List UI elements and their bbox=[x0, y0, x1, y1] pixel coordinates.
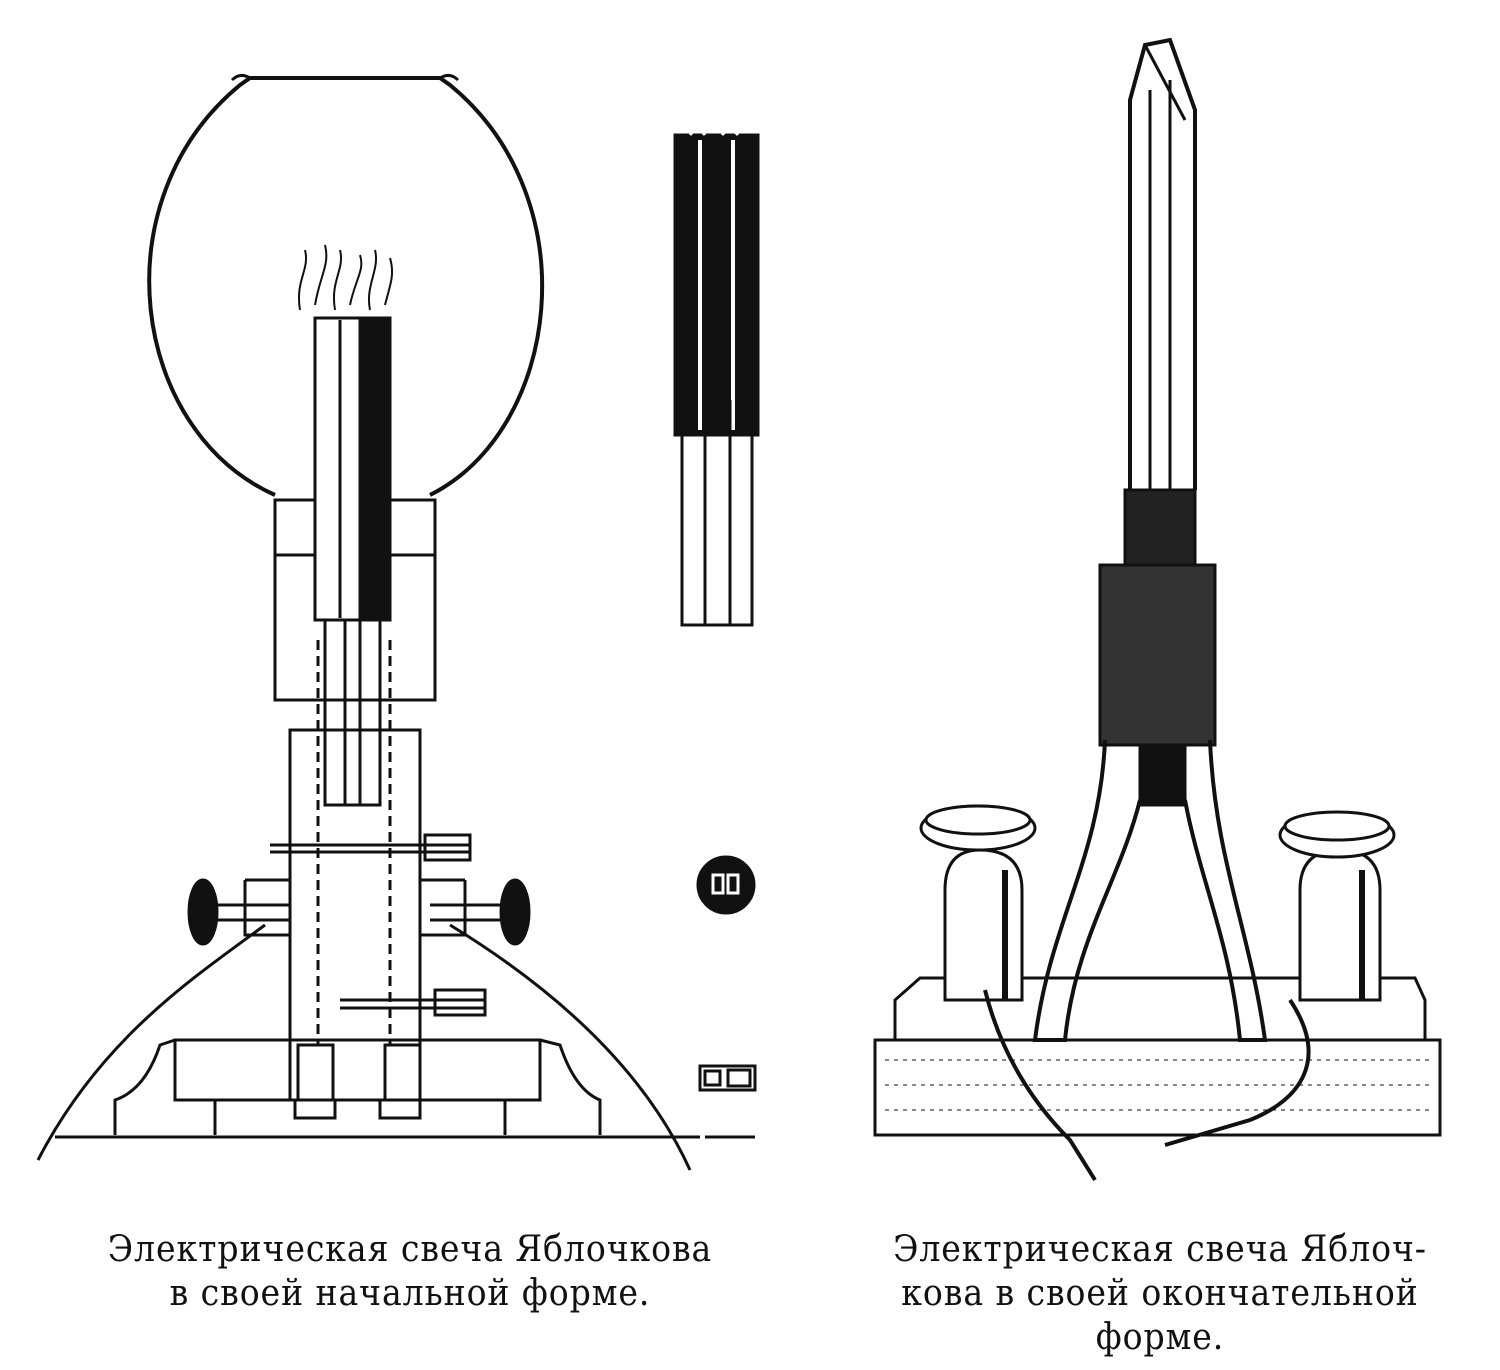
caption-line: Электрическая свеча Яблочкова bbox=[107, 1229, 713, 1270]
cross-section-rect bbox=[698, 1064, 757, 1092]
base-board bbox=[873, 1038, 1442, 1137]
right-leg bbox=[1183, 739, 1268, 1042]
initial-candle-lamp bbox=[36, 73, 755, 1171]
right-wire bbox=[1164, 998, 1311, 1147]
left-knob bbox=[187, 878, 219, 946]
glass-globe bbox=[147, 76, 545, 497]
base-block bbox=[173, 1038, 542, 1102]
left-terminal-bell bbox=[943, 848, 1024, 1002]
candle-rod bbox=[1128, 37, 1197, 490]
caption-line: Электрическая свеча Яблоч- bbox=[893, 1229, 1427, 1270]
caption-final-form: Электрическая свеча Яблоч- кова в своей … bbox=[875, 1228, 1445, 1360]
cross-section-circle bbox=[696, 855, 756, 915]
holder-cylinder bbox=[1098, 563, 1217, 747]
base-mould bbox=[113, 1038, 602, 1135]
right-terminal-bell bbox=[1298, 848, 1382, 1002]
left-leg bbox=[1032, 739, 1142, 1042]
clamp-screw-top bbox=[270, 843, 470, 854]
caption-line: кова в своей окончательной bbox=[901, 1273, 1419, 1314]
spare-candle bbox=[673, 128, 760, 1092]
left-knob-screw bbox=[210, 903, 290, 922]
globe-top bbox=[230, 73, 460, 82]
left-wire bbox=[983, 989, 1097, 1182]
arc-flame bbox=[298, 244, 394, 311]
right-knob bbox=[499, 878, 531, 946]
candle-band bbox=[1123, 488, 1197, 567]
dome-outline bbox=[36, 923, 692, 1171]
caption-initial-form: Электрическая свеча Яблочкова в своей на… bbox=[88, 1228, 732, 1316]
dashed-conductors bbox=[316, 640, 392, 1045]
final-candle-stand bbox=[873, 37, 1442, 1182]
caption-line: форме. bbox=[1095, 1317, 1225, 1358]
caption-line: в своей начальной форме. bbox=[169, 1273, 651, 1314]
